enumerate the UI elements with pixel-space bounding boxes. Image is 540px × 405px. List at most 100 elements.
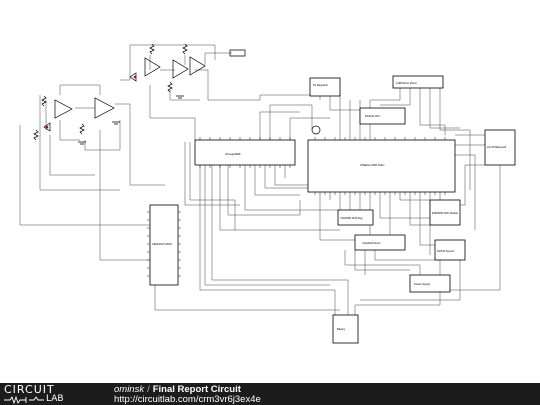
pin-row <box>314 137 446 140</box>
wire <box>409 192 430 226</box>
wire <box>455 154 476 230</box>
red-marker <box>45 125 49 129</box>
box-power-supply <box>409 274 451 293</box>
chip-atmega328p <box>194 139 296 166</box>
resistor-symbol <box>41 95 47 107</box>
wire <box>84 120 121 151</box>
ground-symbol <box>176 95 184 99</box>
wire <box>289 117 330 140</box>
pin-row <box>199 165 291 168</box>
wire <box>219 165 340 231</box>
module-layer <box>149 75 516 344</box>
wire <box>329 95 360 111</box>
wire <box>354 250 410 271</box>
author-link[interactable]: ominsk <box>114 384 145 395</box>
component-layer <box>33 43 321 145</box>
box-dht22 <box>434 239 466 261</box>
chip-arduino-nano <box>149 204 179 286</box>
wire <box>374 250 441 275</box>
ground-symbol <box>78 141 86 145</box>
wire <box>169 90 200 101</box>
wire <box>429 88 460 129</box>
box-uln2003 <box>354 234 406 251</box>
wire <box>204 165 330 286</box>
diode-symbol <box>43 122 51 132</box>
box-regulator <box>309 77 341 97</box>
wire <box>344 250 421 275</box>
circuit-title[interactable]: Final Report Circuit <box>152 384 241 395</box>
circuitlab-logo[interactable]: CIRCUIT LAB <box>4 383 96 405</box>
pin-row <box>314 192 446 195</box>
motor-driver-label: L298 Motor Driver <box>396 81 417 85</box>
pin-row <box>199 137 291 140</box>
pin-column <box>147 211 150 277</box>
wire <box>274 165 331 200</box>
shift-label-top: DS3231 RTC <box>365 114 381 118</box>
chip-atmega2560-label: ATMEGA 2560 16AU <box>360 163 384 167</box>
wire <box>59 84 101 95</box>
circuit-url-link[interactable]: http://circuitlab.com/crm3vr6j3ex4e <box>114 394 261 405</box>
wire <box>264 165 320 189</box>
wire <box>269 104 313 140</box>
wire <box>149 85 196 140</box>
resistor-symbol <box>79 123 85 135</box>
wire <box>184 142 240 206</box>
box-shift-register <box>337 209 374 226</box>
connector-symbol <box>229 49 246 57</box>
wire <box>319 192 355 241</box>
wire <box>99 130 150 261</box>
red-marker <box>133 75 137 79</box>
wire <box>120 45 131 81</box>
opamp-symbol <box>94 97 115 119</box>
opamp-symbol <box>144 57 161 77</box>
title-separator: / <box>147 384 150 395</box>
wire <box>199 165 336 315</box>
logo-wire-icon <box>4 395 44 405</box>
resistor-symbol <box>149 43 155 55</box>
hc05-label: HC-05 Bluetooth <box>487 145 507 149</box>
wire <box>204 52 232 65</box>
wire <box>195 69 330 101</box>
marker-layer <box>45 75 137 129</box>
chip-atmega2560 <box>307 139 456 193</box>
crystal-symbol <box>311 125 321 135</box>
resistor-symbol <box>182 43 188 55</box>
box-esp8266 <box>429 199 461 226</box>
arduino-nano-label: ARDUINO NANO <box>152 242 172 246</box>
wire <box>259 111 300 140</box>
wire <box>59 120 80 141</box>
wire <box>154 205 340 311</box>
circuit-title-line: ominsk/Final Report Circuit <box>114 384 241 395</box>
wire <box>244 165 340 211</box>
wire <box>254 165 300 196</box>
opamp-symbol <box>54 99 73 119</box>
wire <box>439 88 471 190</box>
wire <box>39 95 120 191</box>
power-supply-label: Power Supply <box>414 282 431 286</box>
resistor-symbol <box>167 81 173 93</box>
wire <box>450 165 501 291</box>
opamp-symbol <box>189 56 206 76</box>
wire <box>115 103 165 186</box>
battery-label: Battery <box>337 327 346 331</box>
pin-layer <box>147 137 446 277</box>
ground-symbol <box>112 121 120 125</box>
dht22-label: DHT22 Sensor <box>437 249 454 253</box>
logo-text-bottom: LAB <box>46 394 64 404</box>
wire <box>19 125 150 226</box>
box-battery <box>332 314 359 344</box>
box-motor-driver <box>392 75 444 89</box>
circuit-schematic: ATmega328P ATMEGA 2560 16AU 5V Regulator… <box>19 43 516 344</box>
box-bluetooth-module <box>359 107 406 125</box>
chip-atmega328p-label: ATmega328P <box>225 152 241 156</box>
wire <box>380 88 411 106</box>
label-layer: ATmega328P ATMEGA 2560 16AU 5V Regulator… <box>152 81 507 331</box>
wire <box>130 44 216 60</box>
logo-text-top: CIRCUIT <box>4 383 55 396</box>
footer-bar: CIRCUIT LAB ominsk/Final Report Circuit … <box>0 383 540 405</box>
resistor-symbol <box>33 129 39 141</box>
regulator-label: 5V Regulator <box>313 83 328 87</box>
wire <box>49 135 95 176</box>
wire <box>211 165 349 315</box>
wire <box>460 164 485 206</box>
